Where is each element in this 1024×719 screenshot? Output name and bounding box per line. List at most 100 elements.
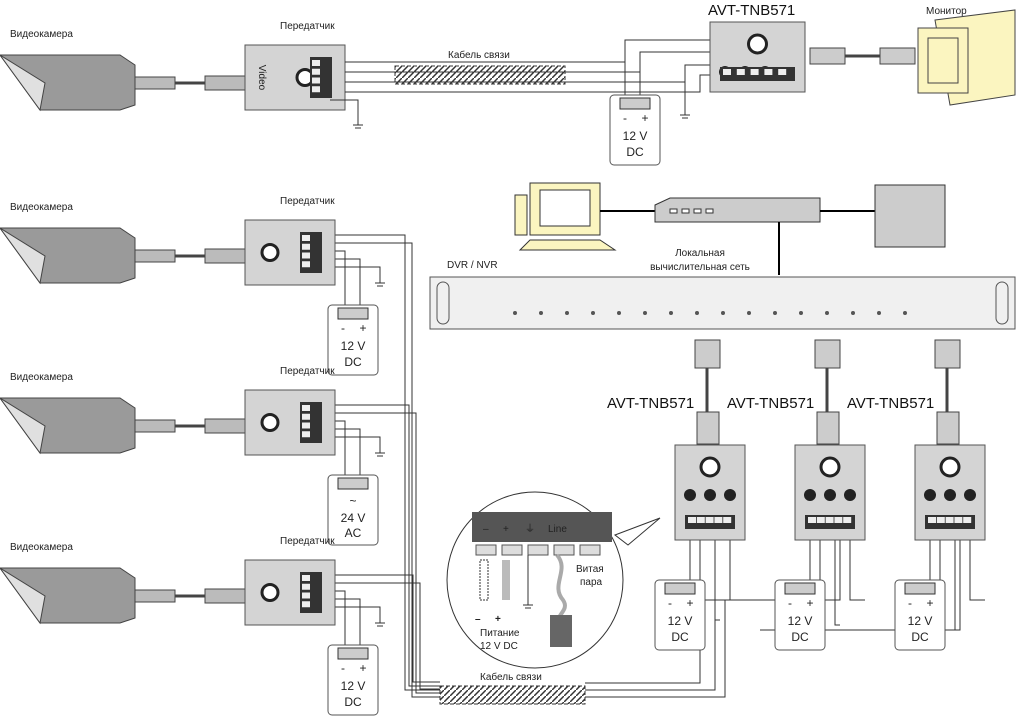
dvr-input-icon [643, 311, 647, 315]
voltage-label: 12 V [908, 614, 933, 628]
twisted-pair-cable [550, 615, 572, 647]
transmitter-label: Передатчик [280, 536, 335, 547]
power-supply-24v-ac: ~24 VAC [327, 474, 379, 546]
switch-port-icon [705, 208, 714, 214]
bnc-output-icon [747, 33, 768, 55]
minus-label: - [788, 596, 792, 610]
terminal-screw [825, 517, 834, 523]
bnc-connector [134, 76, 176, 90]
adjust-knob-icon [964, 489, 976, 501]
dvr-link [814, 339, 841, 445]
terminal-screw [302, 235, 310, 241]
terminal-screw [936, 517, 945, 523]
dvr-input-icon [851, 311, 855, 315]
switch-port-icon [669, 208, 678, 214]
bnc-connector [204, 588, 246, 604]
wire [335, 590, 346, 645]
power-supply-box [327, 474, 379, 546]
wire [345, 74, 712, 93]
receiver-title: AVT-TNB571 [727, 395, 814, 412]
adjust-knob-icon [844, 489, 856, 501]
bnc-connector [694, 339, 721, 369]
inset-line-label: Line [548, 524, 567, 535]
monitor-connection [809, 47, 916, 65]
terminal-screw [312, 60, 320, 66]
plus-label: + [686, 596, 693, 610]
adjust-knob-icon [704, 489, 716, 501]
adjust-knob-icon [724, 489, 736, 501]
voltage-label: 24 V [341, 511, 366, 525]
switch-port-icon [681, 208, 690, 214]
voltage-label: 12 V [623, 129, 648, 143]
dvr-input-icon [513, 311, 517, 315]
inset-terminal [553, 544, 575, 556]
negative-wire [479, 559, 489, 601]
receiver-title: AVT-TNB571 [607, 395, 694, 412]
dvr-input-icon [591, 311, 595, 315]
terminal-screw [688, 517, 696, 523]
adjust-knob-icon [944, 489, 956, 501]
cable-shield [394, 65, 566, 85]
dvr-input-icon [695, 311, 699, 315]
wire [954, 540, 960, 631]
inset-pointer [613, 517, 661, 546]
terminal-screw [302, 252, 310, 259]
bnc-connector [204, 418, 246, 434]
terminal-screw [302, 243, 310, 250]
adjust-knob-icon [824, 489, 836, 501]
bnc-output-icon [699, 456, 721, 478]
computer-screen [539, 189, 591, 227]
monitor-screen-frame [917, 27, 969, 94]
power-supply-12v-dc: -+12 VDC [894, 579, 946, 651]
terminal-screw [302, 431, 310, 438]
current-type-label: DC [626, 145, 644, 159]
inset-terminal [475, 544, 497, 556]
terminal-screw [302, 592, 310, 599]
lan-label-line2: вычислительная сеть [650, 262, 750, 273]
monitor-label: Монитор [926, 6, 967, 17]
bnc-output-icon [939, 456, 961, 478]
current-type-label: DC [671, 630, 689, 644]
adjust-knob-icon [924, 489, 936, 501]
power-terminals [619, 97, 651, 110]
terminal-screw [723, 69, 731, 75]
minus-label: - [668, 596, 672, 610]
receiver-title: AVT-TNB571 [708, 2, 795, 19]
transmitter: Передатчик [244, 196, 336, 286]
dvr-rack-unit [429, 276, 1016, 330]
video-input-label: Video [256, 65, 267, 91]
bnc-connector [809, 47, 846, 65]
monitor: Монитор [917, 6, 1016, 106]
terminal-screw [696, 517, 705, 523]
terminal-screw [945, 517, 954, 523]
camera-hood [0, 227, 46, 285]
power-supply-12v-dc: -+12 VDC [609, 94, 661, 166]
power-label-line2: 12 V DC [480, 641, 518, 652]
terminal-screw [302, 601, 310, 608]
switch-port-icon [693, 208, 702, 214]
receiver-avt-tnb571: AVT-TNB571 [727, 395, 866, 541]
dvr-input-icon [539, 311, 543, 315]
wire [335, 404, 440, 687]
camera-label: Видеокамера [10, 202, 73, 213]
bnc-connector [134, 249, 176, 263]
cable-label: Кабель связи [480, 671, 542, 683]
terminal-screw [302, 413, 310, 420]
dvr-input-icon [799, 311, 803, 315]
camera-hood [0, 54, 46, 112]
wire [335, 250, 346, 305]
power-label-line1: Питание [480, 628, 520, 639]
terminal-screw [312, 77, 320, 84]
dvr-input-icon [903, 311, 907, 315]
bnc-connector [936, 411, 960, 445]
inset-plus-label: + [503, 524, 509, 535]
bnc-input-icon [260, 583, 280, 602]
bnc-output-icon [819, 456, 841, 478]
wire [335, 606, 381, 623]
power-supply-12v-dc: -+12 VDC [654, 579, 706, 651]
bnc-connector [814, 339, 841, 369]
wire [729, 540, 745, 601]
computer-tower [514, 194, 528, 236]
communication-cable: Кабель связи [394, 49, 566, 85]
